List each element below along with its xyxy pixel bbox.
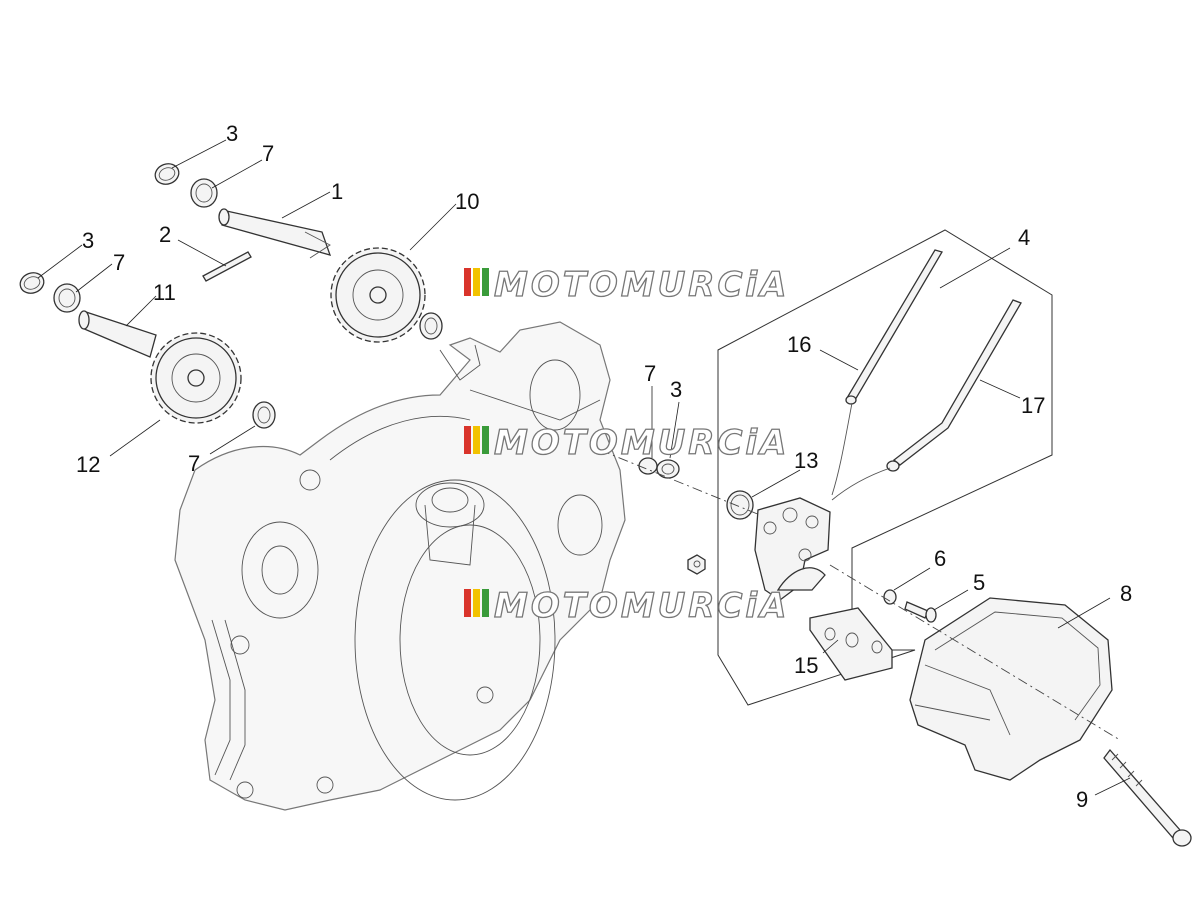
circlip-pump <box>656 459 680 479</box>
watermark-text: MOTOMURCiA <box>494 423 789 463</box>
washer-6 <box>883 589 897 605</box>
circlip-upper <box>154 163 180 185</box>
callout-8: 8 <box>1120 581 1132 606</box>
watermark-middle: MOTOMURCiA <box>464 422 789 464</box>
callout-15: 15 <box>794 653 818 678</box>
watermark-top: MOTOMURCiA <box>464 264 789 306</box>
washer-gear10 <box>419 312 443 340</box>
callout-7-pump: 7 <box>644 361 656 386</box>
watermark-text: MOTOMURCiA <box>494 586 789 626</box>
motomurcia-logo-icon <box>464 426 489 454</box>
motomurcia-logo-icon <box>464 268 489 296</box>
oil-tube-16 <box>831 249 943 496</box>
watermark-text: MOTOMURCiA <box>494 265 789 305</box>
callout-7-left: 7 <box>113 250 125 275</box>
callout-labels: 3 7 1 10 2 3 7 11 12 7 7 3 4 16 17 13 6 … <box>76 121 1132 812</box>
gasket-plate <box>809 607 893 681</box>
callout-13: 13 <box>794 448 818 473</box>
center-axis-lines <box>599 449 1121 741</box>
watermark-bottom: MOTOMURCiA <box>464 585 789 627</box>
leader-lines <box>37 139 1131 796</box>
o-ring <box>726 490 754 520</box>
screw-5 <box>904 601 937 623</box>
long-screw-9 <box>1103 748 1192 847</box>
callout-5: 5 <box>973 570 985 595</box>
callout-6: 6 <box>934 546 946 571</box>
idler-shaft <box>78 310 157 358</box>
oil-pump-body <box>754 497 831 601</box>
callout-7-top: 7 <box>262 141 274 166</box>
circlip-lower <box>19 272 45 294</box>
washer-upper <box>190 178 218 208</box>
washer-lower <box>53 283 81 313</box>
callout-2: 2 <box>159 222 171 247</box>
callout-16: 16 <box>787 332 811 357</box>
callout-3-pump: 3 <box>670 377 682 402</box>
callout-12: 12 <box>76 452 100 477</box>
callout-7-bottom: 7 <box>188 451 200 476</box>
crankcase-cover <box>174 321 626 811</box>
pump-shaft <box>218 208 332 259</box>
nut <box>687 554 706 575</box>
pump-cover <box>909 597 1113 781</box>
callout-3-top: 3 <box>226 121 238 146</box>
washer-gear12 <box>252 401 276 429</box>
callout-9: 9 <box>1076 787 1088 812</box>
callout-1: 1 <box>331 179 343 204</box>
oil-tube-17 <box>831 299 1022 501</box>
shaft-pin <box>202 251 252 282</box>
callout-4: 4 <box>1018 225 1030 250</box>
gear-12 <box>150 332 242 424</box>
callout-10: 10 <box>455 189 479 214</box>
gear-10 <box>330 247 426 343</box>
motomurcia-logo-icon <box>464 589 489 617</box>
callout-17: 17 <box>1021 393 1045 418</box>
callout-11: 11 <box>153 280 176 305</box>
callout-3-left: 3 <box>82 228 94 253</box>
oil-pump-kit-box <box>717 229 1053 706</box>
